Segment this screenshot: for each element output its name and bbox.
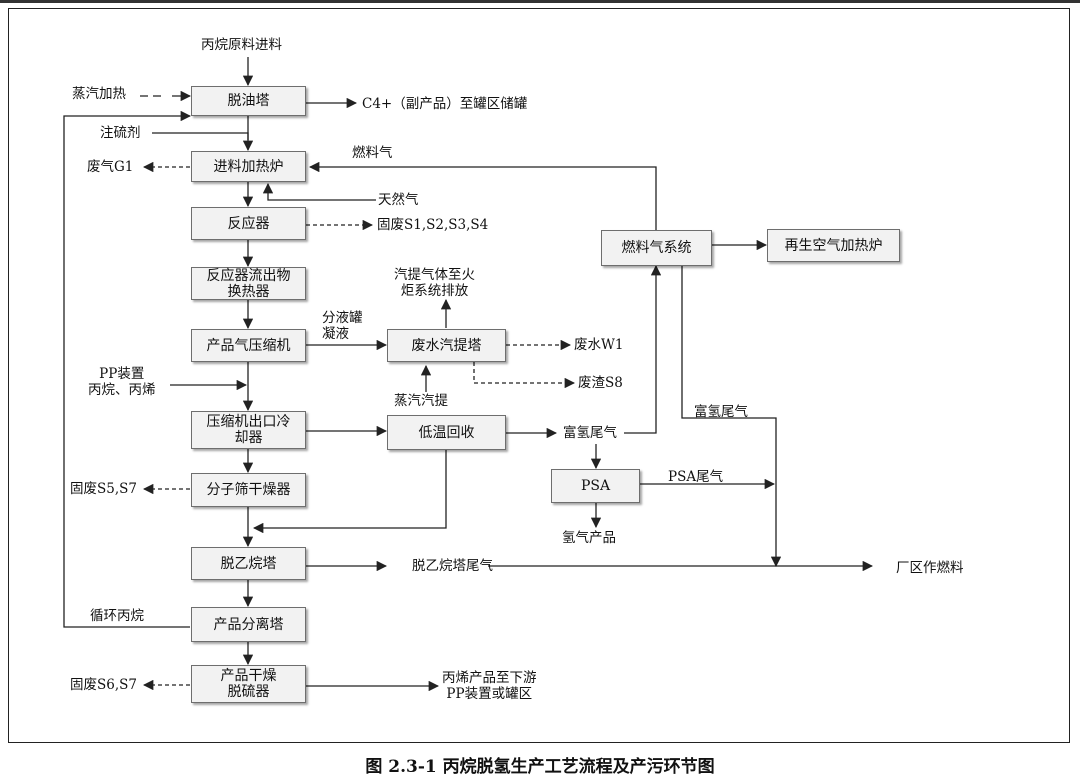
s5-7-label: 固废S5,S7 [70,481,137,497]
natural-gas-label: 天然气 [378,192,419,208]
h2-tail-label: 富氢尾气 [563,425,617,441]
deeth-tail-label: 脱乙烷塔尾气 [412,558,493,574]
stripper-box: 废水汽提塔 [387,329,506,362]
flare-label: 汽提气体至火 炬系统排放 [394,267,475,299]
knockout-label: 分液罐 凝液 [322,310,363,342]
arrow-recycle [63,110,192,628]
regen-heater-box: 再生空气加热炉 [767,229,900,262]
c4-label: C4+（副产品）至罐区储罐 [362,96,528,112]
g1-label: 废气G1 [87,159,134,175]
reactor-box: 反应器 [191,207,306,240]
compressor-box: 产品气压缩机 [191,329,306,362]
fuel-label: 燃料气 [352,145,393,161]
pp-unit-label: PP装置 丙烷、丙烯 [88,366,156,398]
recycle-label: 循环丙烷 [90,608,144,624]
arrow-sulfur [152,132,249,140]
s6-7-label: 固废S6,S7 [70,677,137,693]
plant-fuel-label: 厂区作燃料 [896,560,964,576]
mol-sieve-box: 分子筛干燥器 [191,473,306,507]
dryer-box: 产品干燥 脱硫器 [191,665,306,703]
arrow-natural-gas [262,182,376,201]
psa-tail-label: PSA尾气 [668,469,724,485]
low-temp-box: 低温回收 [387,415,506,450]
arrow-fuel-to-heater [308,161,657,230]
propylene-out-label: 丙烯产品至下游 PP装置或罐区 [442,670,537,702]
top-rule [0,0,1080,3]
diagram-frame [8,8,1070,743]
psa-box: PSA [551,469,640,503]
reactor-hx-box: 反应器流出物 换热器 [191,267,306,300]
arrow-lowtemp-return [252,450,447,534]
deoil-tower-box: 脱油塔 [191,86,306,116]
compressor-cooler-box: 压缩机出口冷 却器 [191,411,306,449]
feed-heater-box: 进料加热炉 [191,151,306,182]
figure-caption: 图 2.3-1 丙烷脱氢生产工艺流程及产污环节图 [365,757,715,777]
deethanizer-box: 脱乙烷塔 [191,547,306,580]
w1-label: 废水W1 [574,337,624,353]
arrow-stripper-s8 [473,362,576,389]
fuel-gas-system-box: 燃料气系统 [601,230,712,266]
sulfur-label: 注硫剂 [100,125,141,141]
steam-heat-label: 蒸汽加热 [72,86,126,102]
arrow-fuelgas-h2tail [681,266,782,568]
h2-product-label: 氢气产品 [562,530,616,546]
s8-label: 废渣S8 [578,375,623,391]
feed-label: 丙烷原料进料 [201,37,282,53]
h2-tail2-label: 富氢尾气 [694,404,748,420]
steam-strip-label: 蒸汽汽提 [394,393,448,409]
s1-4-label: 固废S1,S2,S3,S4 [377,217,489,233]
arrow-h2-fuelgas [624,264,662,434]
separator-box: 产品分离塔 [191,607,306,642]
